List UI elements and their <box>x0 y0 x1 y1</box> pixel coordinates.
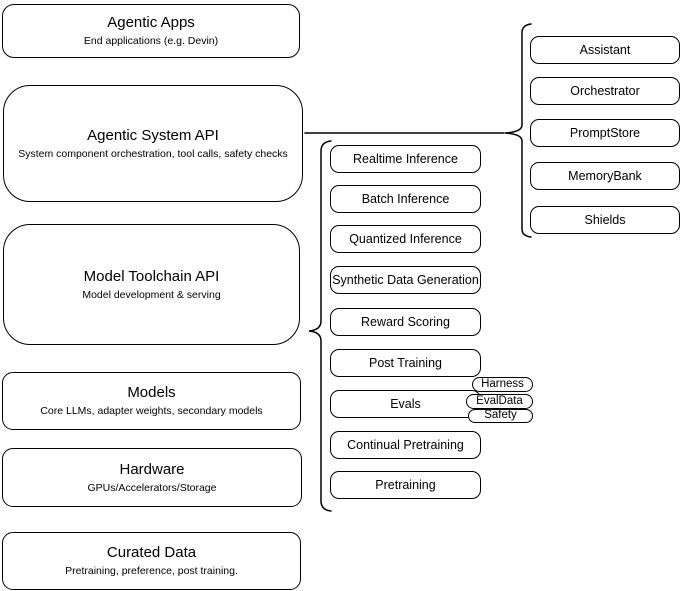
node-pretraining: Pretraining <box>330 471 481 499</box>
node-hardware: Hardware GPUs/Accelerators/Storage <box>2 448 302 507</box>
node-quantized-inference: Quantized Inference <box>330 225 481 253</box>
node-title: Curated Data <box>106 544 197 562</box>
node-orchestrator: Orchestrator <box>530 77 680 105</box>
node-continual-pretraining: Continual Pretraining <box>330 431 481 459</box>
node-title: Hardware <box>119 460 185 478</box>
node-subtitle: GPUs/Accelerators/Storage <box>87 481 217 494</box>
node-promptstore: PromptStore <box>530 119 680 147</box>
node-reward-scoring: Reward Scoring <box>330 308 481 336</box>
node-batch-inference: Batch Inference <box>330 185 481 213</box>
node-realtime-inference: Realtime Inference <box>330 145 481 173</box>
node-memorybank: MemoryBank <box>530 162 680 190</box>
tag-harness: Harness <box>472 377 533 392</box>
node-title: Agentic System API <box>87 126 219 144</box>
node-subtitle: System component orchestration, tool cal… <box>18 147 288 160</box>
node-title: Models <box>127 384 176 402</box>
node-agentic-apps: Agentic Apps End applications (e.g. Devi… <box>2 4 300 58</box>
node-subtitle: Model development & serving <box>82 288 221 301</box>
node-title: Agentic Apps <box>107 14 195 32</box>
tag-evaldata: EvalData <box>466 394 533 409</box>
node-post-training: Post Training <box>330 349 481 377</box>
toolchain-brace <box>308 140 332 512</box>
node-model-toolchain-api: Model Toolchain API Model development & … <box>3 224 300 345</box>
node-evals: Evals <box>330 390 481 418</box>
node-synthetic-data-generation: Synthetic Data Generation <box>330 266 481 294</box>
node-curated-data: Curated Data Pretraining, preference, po… <box>2 532 301 590</box>
node-title: Model Toolchain API <box>83 267 220 285</box>
node-models: Models Core LLMs, adapter weights, secon… <box>2 372 301 430</box>
node-subtitle: Pretraining, preference, post training. <box>65 565 238 578</box>
node-assistant: Assistant <box>530 36 680 64</box>
tag-safety: Safety <box>468 409 533 423</box>
node-agentic-system-api: Agentic System API System component orch… <box>3 85 303 202</box>
node-shields: Shields <box>530 206 680 234</box>
node-subtitle: Core LLMs, adapter weights, secondary mo… <box>40 405 263 418</box>
system-brace <box>504 23 532 238</box>
node-subtitle: End applications (e.g. Devin) <box>83 35 219 48</box>
